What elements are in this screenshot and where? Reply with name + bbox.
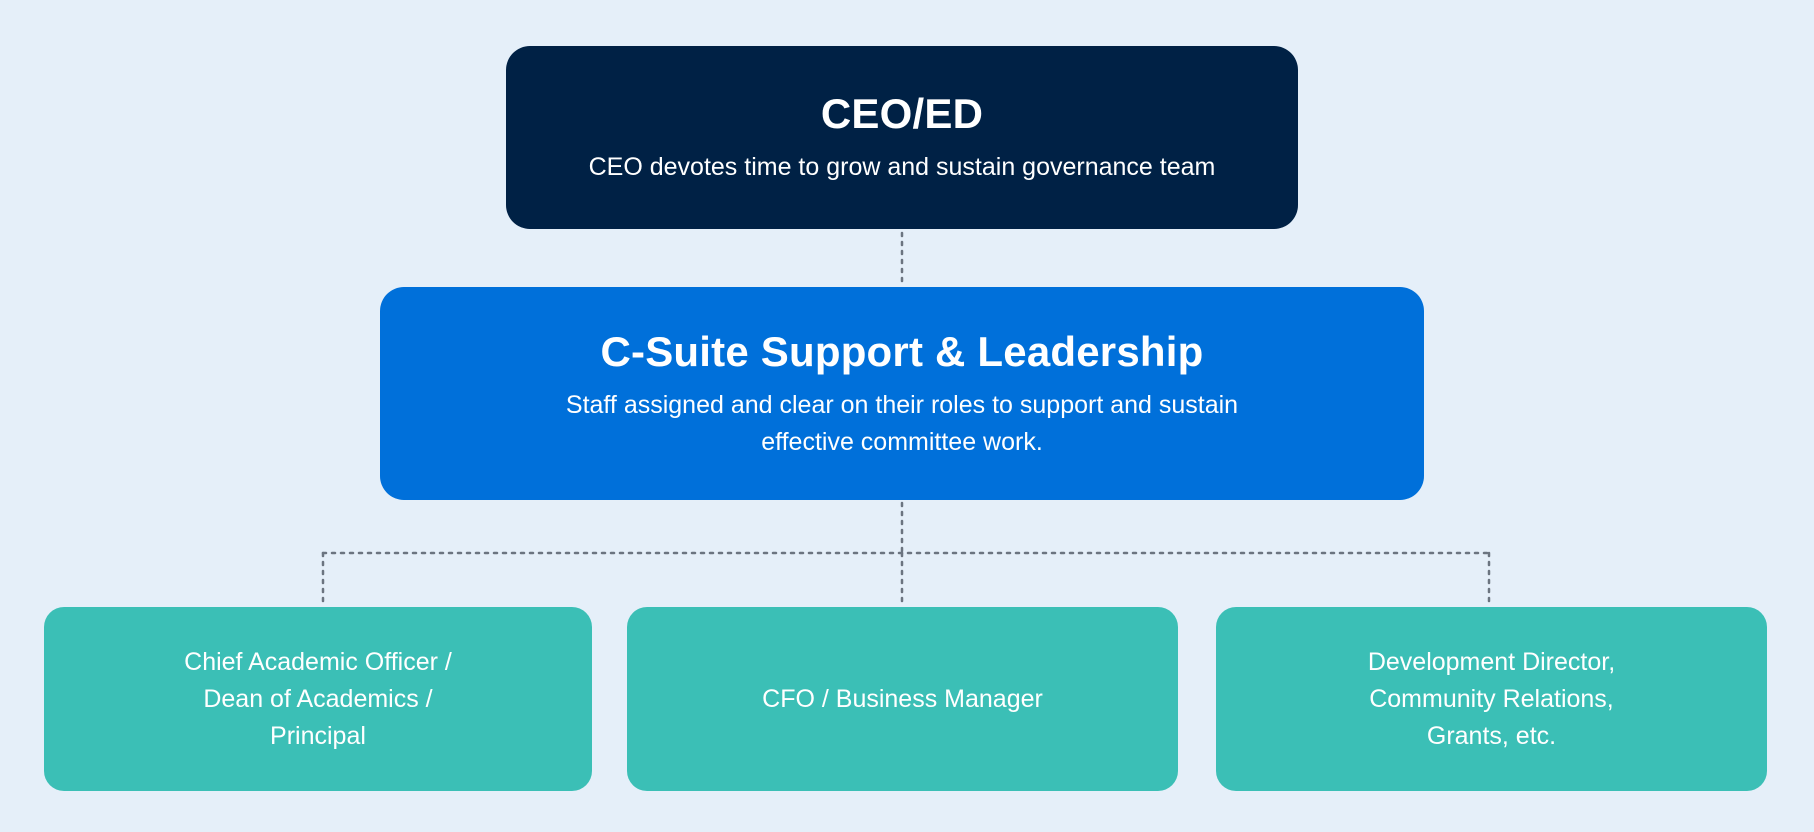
role-label-academic: Chief Academic Officer / Dean of Academi…: [184, 647, 452, 750]
csuite-box: C-Suite Support & Leadership Staff assig…: [380, 287, 1424, 500]
csuite-title: C-Suite Support & Leadership: [600, 327, 1204, 375]
role-box-finance: CFO / Business Manager: [627, 607, 1178, 791]
ceo-title: CEO/ED: [820, 90, 984, 137]
role-label-development: Development Director, Community Relation…: [1367, 647, 1616, 750]
ceo-box: CEO/ED CEO devotes time to grow and sust…: [506, 46, 1298, 229]
role-box-development: Development Director, Community Relation…: [1216, 607, 1767, 791]
csuite-description: Staff assigned and clear on their roles …: [565, 390, 1239, 456]
role-box-academic: Chief Academic Officer / Dean of Academi…: [44, 607, 592, 791]
ceo-description: CEO devotes time to grow and sustain gov…: [588, 153, 1216, 181]
role-label-finance: CFO / Business Manager: [762, 684, 1043, 713]
